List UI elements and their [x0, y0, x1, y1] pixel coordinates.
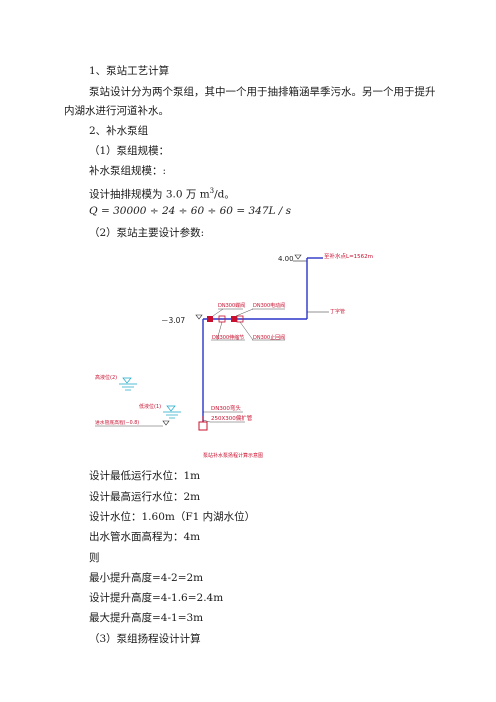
valve-motor-label: DN300电动阀 [253, 302, 285, 309]
param-line-2: 设计最高运行水位：2m [89, 491, 201, 503]
param-line-6: 最小提升高度=4-2=2m [89, 572, 204, 584]
heading-pump-station: 1、泵站工艺计算 [89, 65, 170, 77]
butterfly-valve-icon [207, 316, 213, 322]
water-level-icon [166, 405, 176, 412]
param-line-9: （3）泵组扬程设计计算 [89, 633, 201, 645]
motor-valve-icon [231, 316, 237, 322]
param-line-5: 则 [89, 552, 100, 564]
elbow-label: DN300弯头 [211, 404, 241, 412]
param-line-3: 设计水位：1.60m（F1 内湖水位） [89, 511, 256, 523]
elev-marker-icon [294, 254, 302, 260]
param-line-8: 最大提升高度=4-1=3m [89, 612, 204, 624]
valve-butterfly-label: DN300蝶阀 [218, 302, 245, 309]
level-bottom-label: 进水管底高程(−0.8) [95, 419, 139, 426]
reducer-label: 250X300偏扩管 [211, 414, 253, 422]
scale-label: 补水泵组规模：: [89, 165, 167, 177]
water-level-icon [122, 377, 132, 384]
design-capacity: 设计抽排规模为 3.0 万 m3/d。 [89, 187, 235, 201]
elev-top-label: 4.00 [278, 255, 294, 263]
elev-mid-label: －3.07 [161, 316, 185, 325]
level-low-label: 低液位(1) [139, 403, 161, 410]
paragraph-line-2: 内湖水进行河道补水。 [64, 105, 169, 117]
outlet-label: 至补水点L=1562m [324, 252, 373, 260]
pump-icon [198, 421, 208, 431]
subheading-scale: （1）泵组规模： [89, 145, 170, 157]
param-line-7: 设计提升高度=4-1.6=2.4m [89, 592, 224, 604]
flow-formula: Q = 30000 ÷ 24 ÷ 60 ÷ 60 = 347L / s [89, 205, 292, 217]
valve-check-label: DN300止回阀 [253, 334, 285, 341]
paragraph-line-1: 泵站设计分为两个泵组，其中一个用于抽排箱涵旱季污水。另一个用于提升 [89, 86, 436, 98]
subheading-params: （2）泵站主要设计参数: [89, 227, 205, 239]
heading-makeup-pump: 2、补水泵组 [89, 125, 149, 137]
pump-head-diagram: 4.00 至补水点L=1562m 丁字管 －3.07 DN300蝶阀 DN300… [95, 252, 373, 459]
joint-label: DN300伸缩节 [212, 334, 244, 341]
elev-marker-icon [162, 420, 170, 426]
level-high-label: 高液位(2) [95, 374, 117, 381]
elev-marker-icon [195, 314, 203, 320]
param-line-1: 设计最低运行水位：1m [89, 470, 201, 482]
param-line-4: 出水管水面高程为：4m [89, 531, 201, 543]
diagram-caption: 泵站补水泵扬程计算示意图 [203, 452, 263, 459]
tee-label: 丁字管 [330, 308, 345, 315]
